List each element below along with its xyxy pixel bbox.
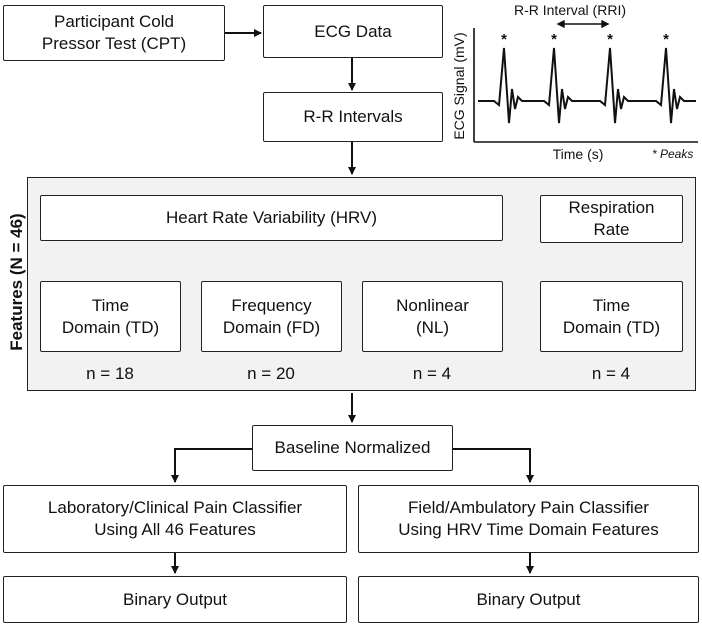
binary-output-left: Binary Output [3, 576, 347, 623]
count-td: n = 18 [86, 364, 134, 383]
td-box: Time Domain (TD) [40, 281, 181, 352]
peak-marker-2: * [551, 31, 557, 48]
resp-td-box: Time Domain (TD) [540, 281, 683, 352]
peak-marker-3: * [607, 31, 613, 48]
baseline-box: Baseline Normalized [252, 425, 453, 471]
nl-box: Nonlinear (NL) [362, 281, 503, 352]
lab-classifier-box: Laboratory/Clinical Pain Classifier Usin… [3, 485, 347, 553]
rri-arrow-right-head [601, 19, 610, 29]
arrow-baseline-to-field [453, 448, 534, 483]
ecg-legend: * Peaks [652, 147, 693, 161]
rr-intervals-box: R-R Intervals [263, 92, 443, 142]
count-nl: n = 4 [412, 364, 452, 383]
fd-box: Frequency Domain (FD) [201, 281, 342, 352]
field-classifier-box: Field/Ambulatory Pain Classifier Using H… [358, 485, 699, 553]
features-label: Features (N = 46) [7, 213, 26, 351]
count-fd: n = 20 [247, 364, 295, 383]
resp-rate-box: Respiration Rate [540, 195, 683, 243]
binary-output-right: Binary Output [358, 576, 699, 623]
rri-arrow-left-head [556, 19, 565, 29]
ecg-data-box: ECG Data [263, 5, 443, 58]
count-resp-td: n = 4 [591, 364, 631, 383]
hrv-box: Heart Rate Variability (HRV) [40, 195, 503, 241]
arrow-baseline-to-lab [171, 448, 252, 483]
peak-marker-4: * [663, 31, 669, 48]
ecg-xlabel: Time (s) [553, 146, 604, 162]
ecg-plot: R-R Interval (RRI) ECG Signal (mV) Time … [451, 2, 698, 162]
ecg-ylabel: ECG Signal (mV) [451, 32, 467, 139]
ecg-trace [478, 47, 696, 124]
peak-marker-1: * [501, 31, 507, 48]
rri-title: R-R Interval (RRI) [514, 2, 626, 18]
cpt-box: Participant Cold Pressor Test (CPT) [3, 5, 225, 61]
